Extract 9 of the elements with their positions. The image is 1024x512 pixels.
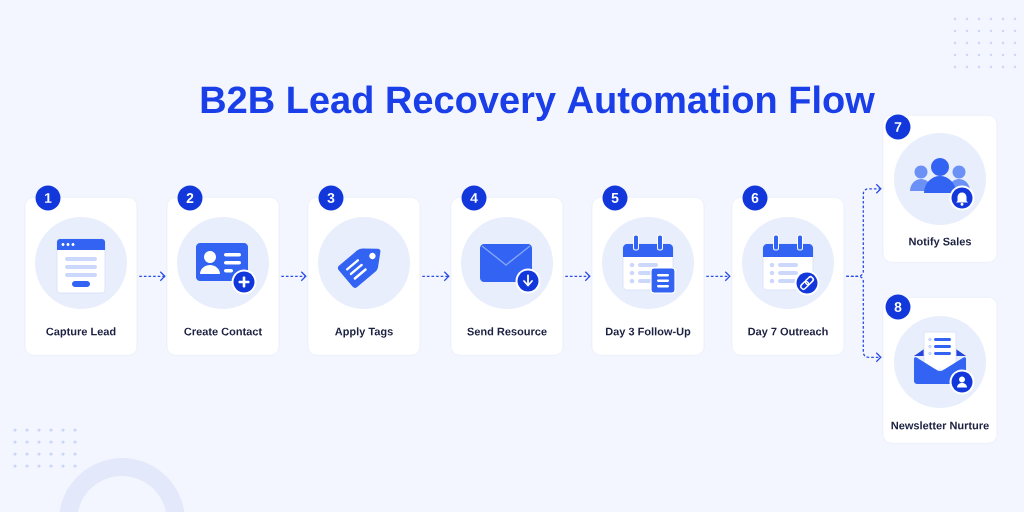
number-badge: 8	[885, 294, 911, 320]
number-badge: 2	[177, 185, 203, 211]
number-badge: 6	[742, 185, 768, 211]
title: B2B Lead Recovery Automation Flow	[201, 85, 875, 121]
number-badge: 7	[885, 114, 911, 140]
number-badge: 4	[461, 185, 487, 211]
number-badge: 3	[318, 185, 344, 211]
number-badge: 5	[602, 185, 628, 211]
number-badge: 1	[35, 185, 61, 211]
